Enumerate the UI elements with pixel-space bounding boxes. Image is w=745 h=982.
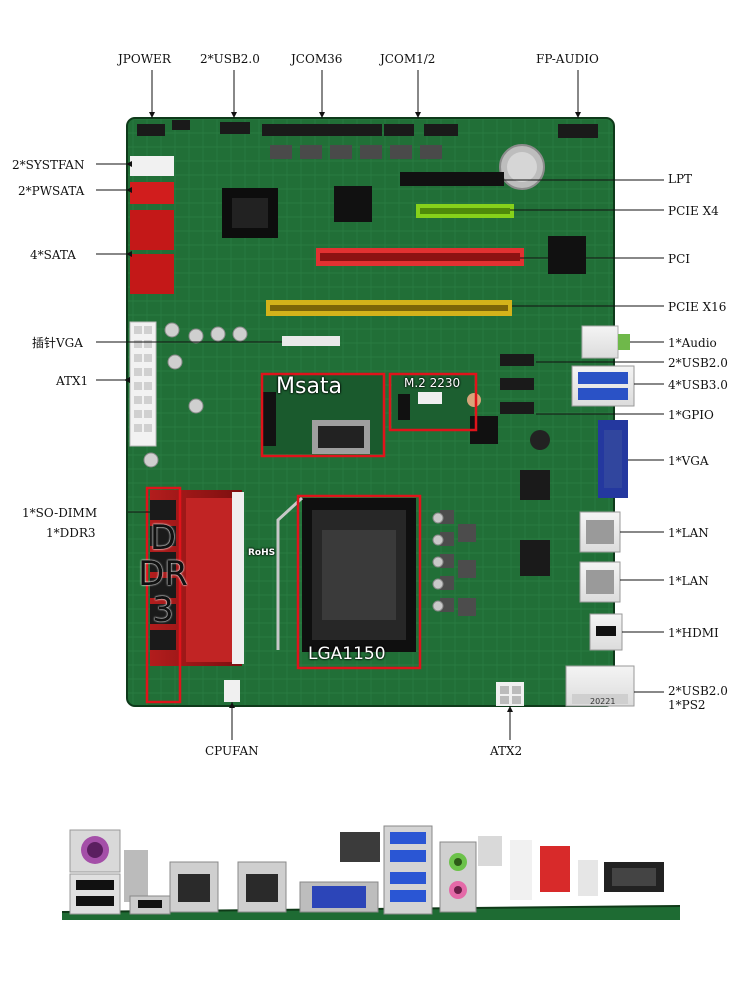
label-gpio: 1*GPIO bbox=[668, 408, 714, 422]
overlay-msata: Msata bbox=[276, 374, 343, 399]
label-sodimm: 1*SO-DIMM bbox=[22, 506, 98, 520]
label-sata: 4*SATA bbox=[30, 248, 76, 262]
label-usb-ps2-b: 1*PS2 bbox=[668, 698, 706, 712]
label-pci: PCI bbox=[668, 252, 690, 266]
label-pcie-x4: PCIE X4 bbox=[668, 204, 719, 218]
label-jpower: JPOWER bbox=[118, 52, 171, 66]
cpufan-header bbox=[224, 680, 240, 702]
atx1-connector bbox=[129, 321, 157, 447]
label-vga: 1*VGA bbox=[668, 454, 709, 468]
overlay-m2: M.2 2230 bbox=[404, 376, 461, 390]
label-pcie-x16: PCIE X16 bbox=[668, 300, 727, 314]
overlay-ddr3-vertical: DDR3 bbox=[138, 518, 188, 630]
label-hdmi: 1*HDMI bbox=[668, 626, 719, 640]
vga-pin-header bbox=[282, 336, 340, 346]
top-headers bbox=[137, 120, 598, 138]
overlay-20221: 20221 bbox=[590, 697, 616, 706]
rear-io bbox=[500, 325, 635, 707]
side-view-photo bbox=[60, 818, 685, 938]
label-jcom36: JCOM36 bbox=[291, 52, 343, 66]
leader-lines bbox=[96, 70, 664, 740]
label-lan-1: 1*LAN bbox=[668, 526, 709, 540]
label-fp-audio: FP-AUDIO bbox=[536, 52, 599, 66]
label-atx1: ATX1 bbox=[56, 374, 89, 388]
highlight-boxes bbox=[145, 372, 478, 704]
label-pwsata: 2*PWSATA bbox=[18, 184, 85, 198]
label-vga-pin: 插针VGA bbox=[32, 336, 83, 350]
label-atx2: ATX2 bbox=[490, 744, 523, 758]
overlay-socket: LGA1150 bbox=[308, 644, 386, 664]
sata-connectors bbox=[130, 156, 174, 294]
label-audio: 1*Audio bbox=[668, 336, 717, 350]
label-lan-2: 1*LAN bbox=[668, 574, 709, 588]
label-cpufan: CPUFAN bbox=[205, 744, 259, 758]
label-usb30: 4*USB3.0 bbox=[668, 378, 728, 392]
label-jcom12: JCOM1/2 bbox=[380, 52, 436, 66]
label-top-usb20: 2*USB2.0 bbox=[200, 52, 260, 66]
label-ddr3: 1*DDR3 bbox=[46, 526, 96, 540]
lpt-header bbox=[400, 172, 504, 186]
overlay-rohs: RoHS bbox=[248, 548, 276, 558]
label-lpt: LPT bbox=[668, 172, 693, 186]
label-right-usb20: 2*USB2.0 bbox=[668, 356, 728, 370]
label-systfan: 2*SYSTFAN bbox=[12, 158, 85, 172]
label-usb-ps2-a: 2*USB2.0 bbox=[668, 684, 728, 698]
